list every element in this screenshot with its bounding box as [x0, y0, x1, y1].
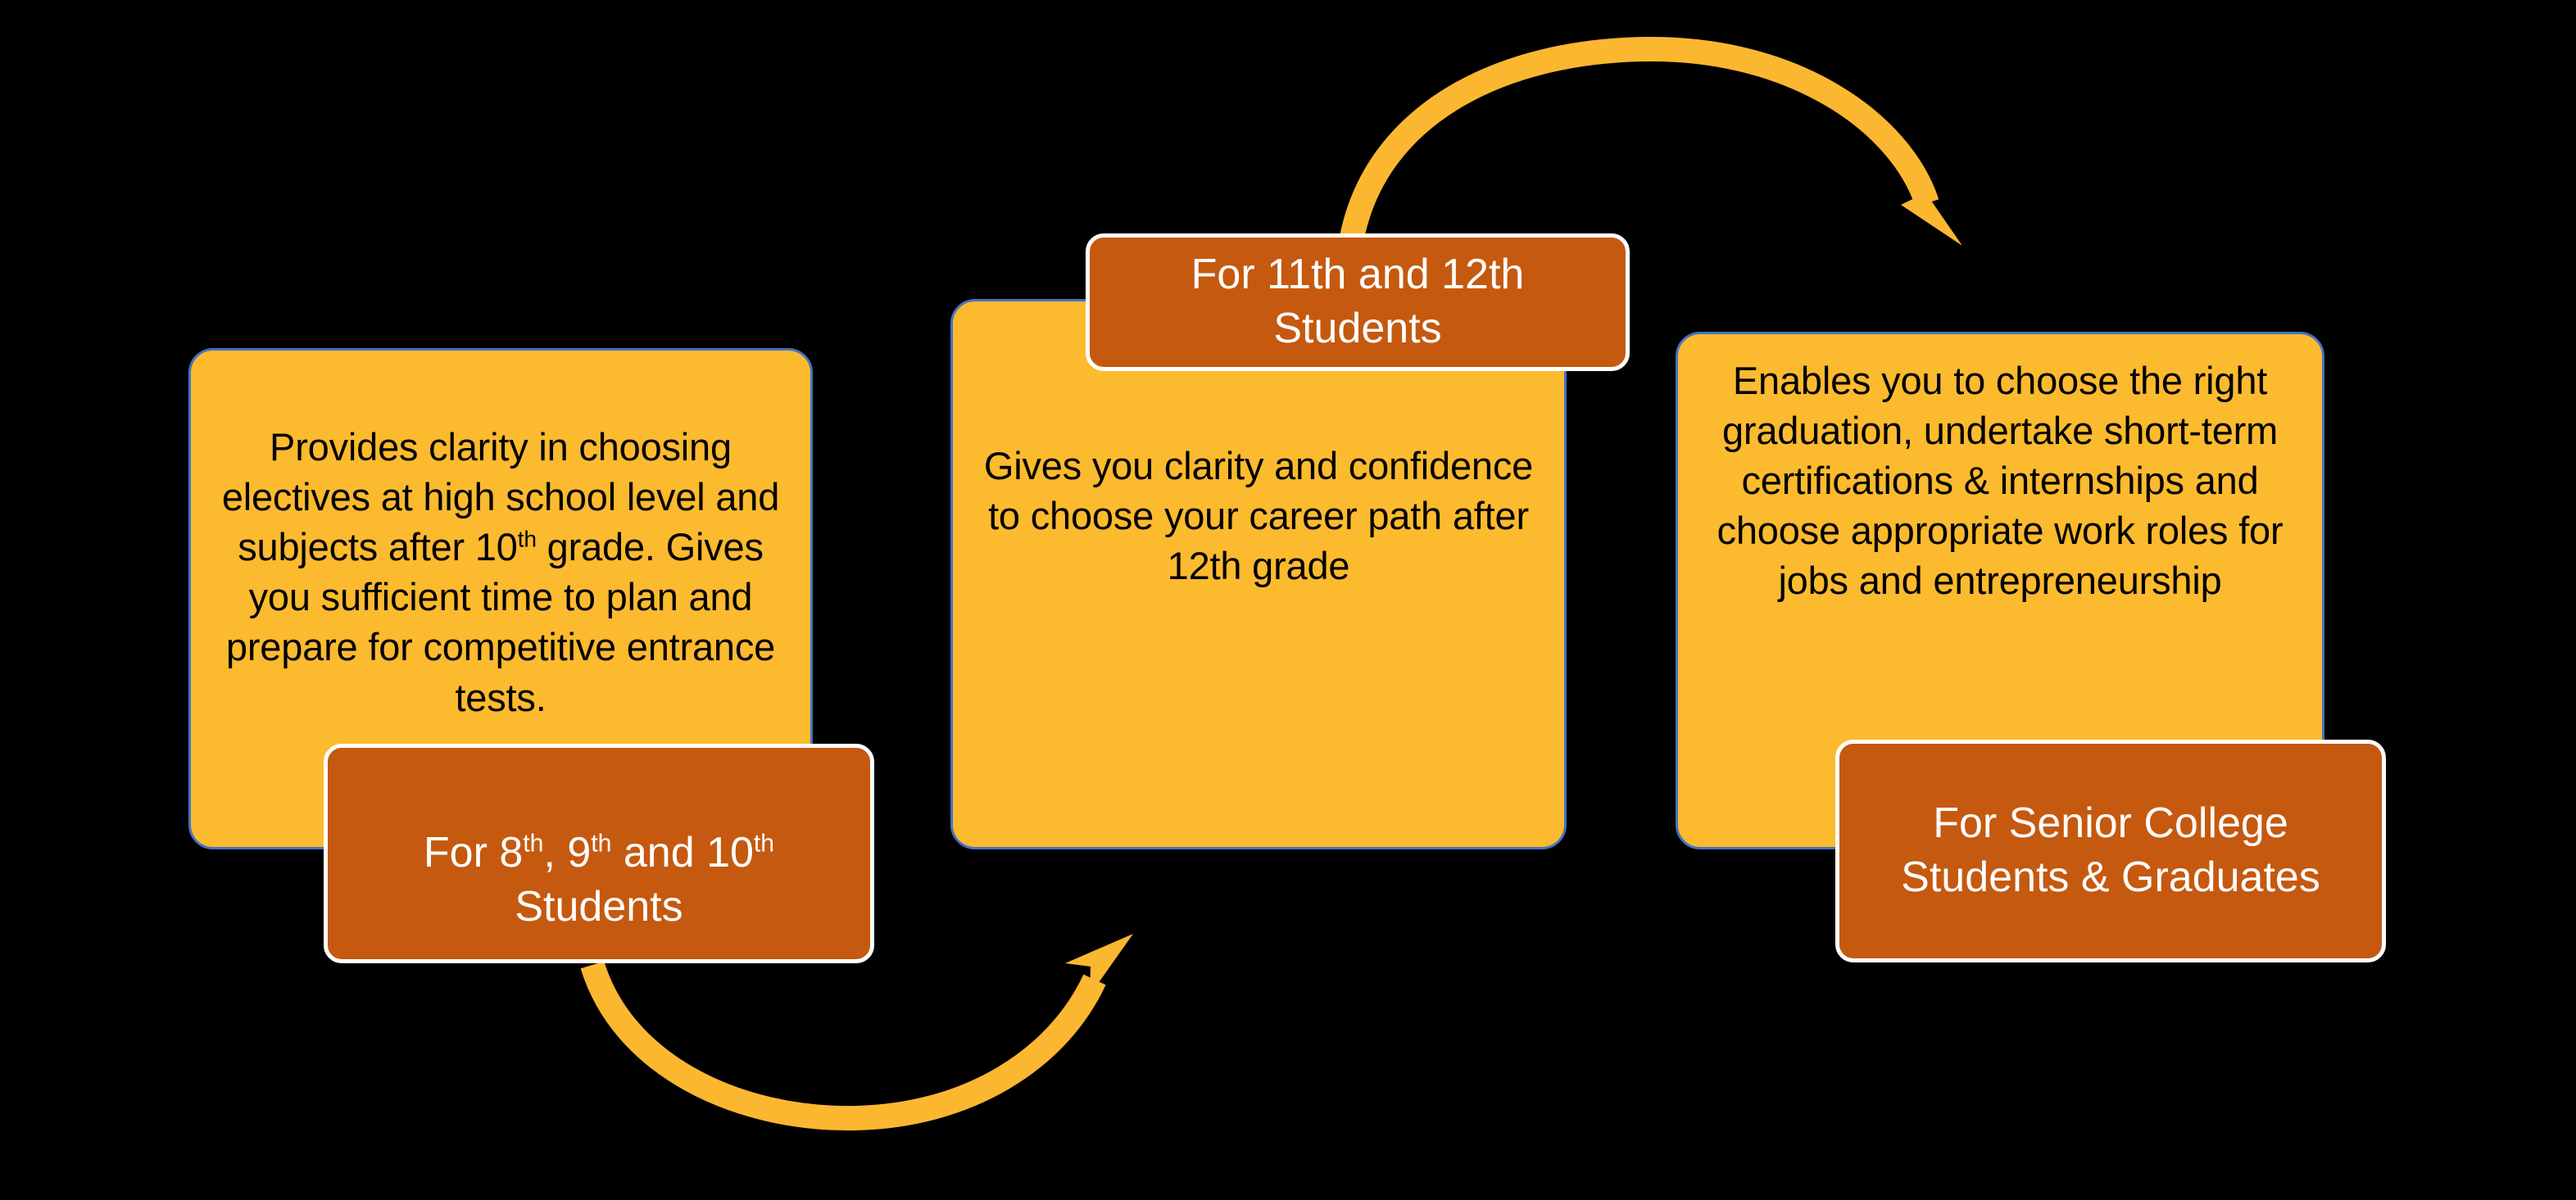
stage-2-audience-text: For 11th and 12th Students: [1190, 251, 1525, 352]
arrow-top: [1340, 36, 1962, 246]
ordinal-suffix: th: [753, 830, 775, 858]
stage-3-audience-text: For Senior College Students & Graduates: [1901, 799, 2320, 901]
stage-2-description-text: Gives you clarity and confidence to choo…: [983, 444, 1534, 588]
stage-2-audience-label[interactable]: For 11th and 12th Students: [1086, 233, 1630, 371]
ordinal-suffix: th: [591, 830, 612, 858]
ordinal-suffix: th: [517, 525, 537, 552]
stage-2-description-card: Gives you clarity and confidence to choo…: [950, 299, 1567, 849]
ordinal-suffix: th: [523, 830, 544, 858]
stage-1-description-text: Provides clarity in choosing electives a…: [221, 425, 780, 719]
stage-3-description-text: Enables you to choose the right graduati…: [1717, 359, 2283, 603]
stage-3-audience-label[interactable]: For Senior College Students & Graduates: [1835, 740, 2386, 962]
stage-1-audience-label[interactable]: For 8th, 9th and 10th Students: [324, 744, 874, 963]
stage-3-description-card: Enables you to choose the right graduati…: [1676, 332, 2324, 849]
stage-1-audience-text: For 8th, 9th and 10th Students: [423, 829, 775, 931]
